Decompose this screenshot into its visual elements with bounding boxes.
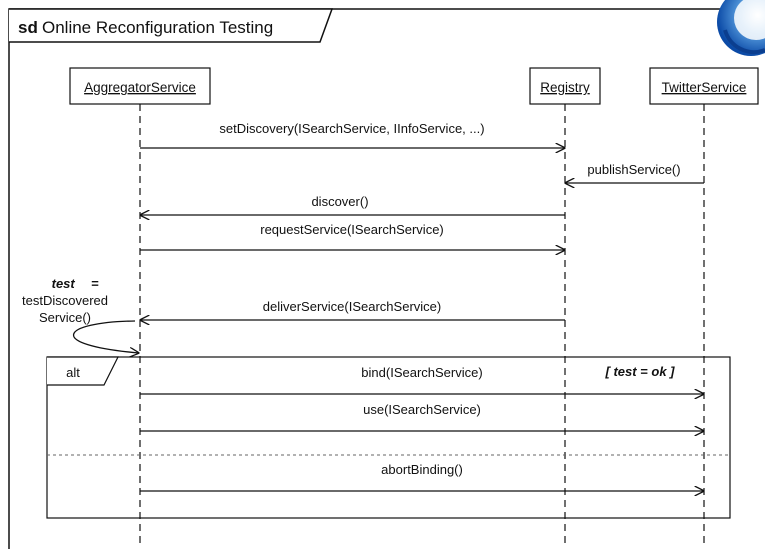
- sd-title: Online Reconfiguration Testing: [42, 18, 273, 37]
- registry-lifeline-box: [529, 67, 601, 105]
- alt-operator-tab: [47, 356, 119, 386]
- message-label: deliverService(ISearchService): [263, 299, 441, 314]
- message-label: setDiscovery(ISearchService, IInfoServic…: [219, 121, 484, 136]
- corner-logo: [717, 0, 765, 56]
- message-label: publishService(): [587, 162, 680, 177]
- sd-frame-tab: [9, 8, 334, 43]
- aggregator-lifeline-box: [69, 67, 211, 105]
- registry-lifeline-label: Registry: [540, 80, 590, 95]
- twitter-lifeline-box: [649, 67, 759, 105]
- message-label: abortBinding(): [381, 462, 463, 477]
- message-label: bind(ISearchService): [361, 365, 482, 380]
- sd-keyword: sd: [18, 18, 38, 37]
- twitter-lifeline-label: TwitterService: [662, 80, 747, 95]
- alt-operator-label: alt: [66, 365, 80, 380]
- self-call-line1: testDiscovered: [22, 293, 108, 308]
- aggregator-lifeline-label: AggregatorService: [84, 80, 196, 95]
- self-call-line2: Service(): [39, 310, 91, 325]
- alt-guard: [ test = ok ]: [605, 364, 676, 379]
- message-label: requestService(ISearchService): [260, 222, 444, 237]
- alt-fragment: [46, 356, 731, 519]
- message-label: discover(): [311, 194, 368, 209]
- sd-frame: [8, 8, 765, 554]
- self-call-note: test =: [52, 276, 99, 291]
- message-label: use(ISearchService): [363, 402, 481, 417]
- self-call-arrow: [72, 320, 139, 353]
